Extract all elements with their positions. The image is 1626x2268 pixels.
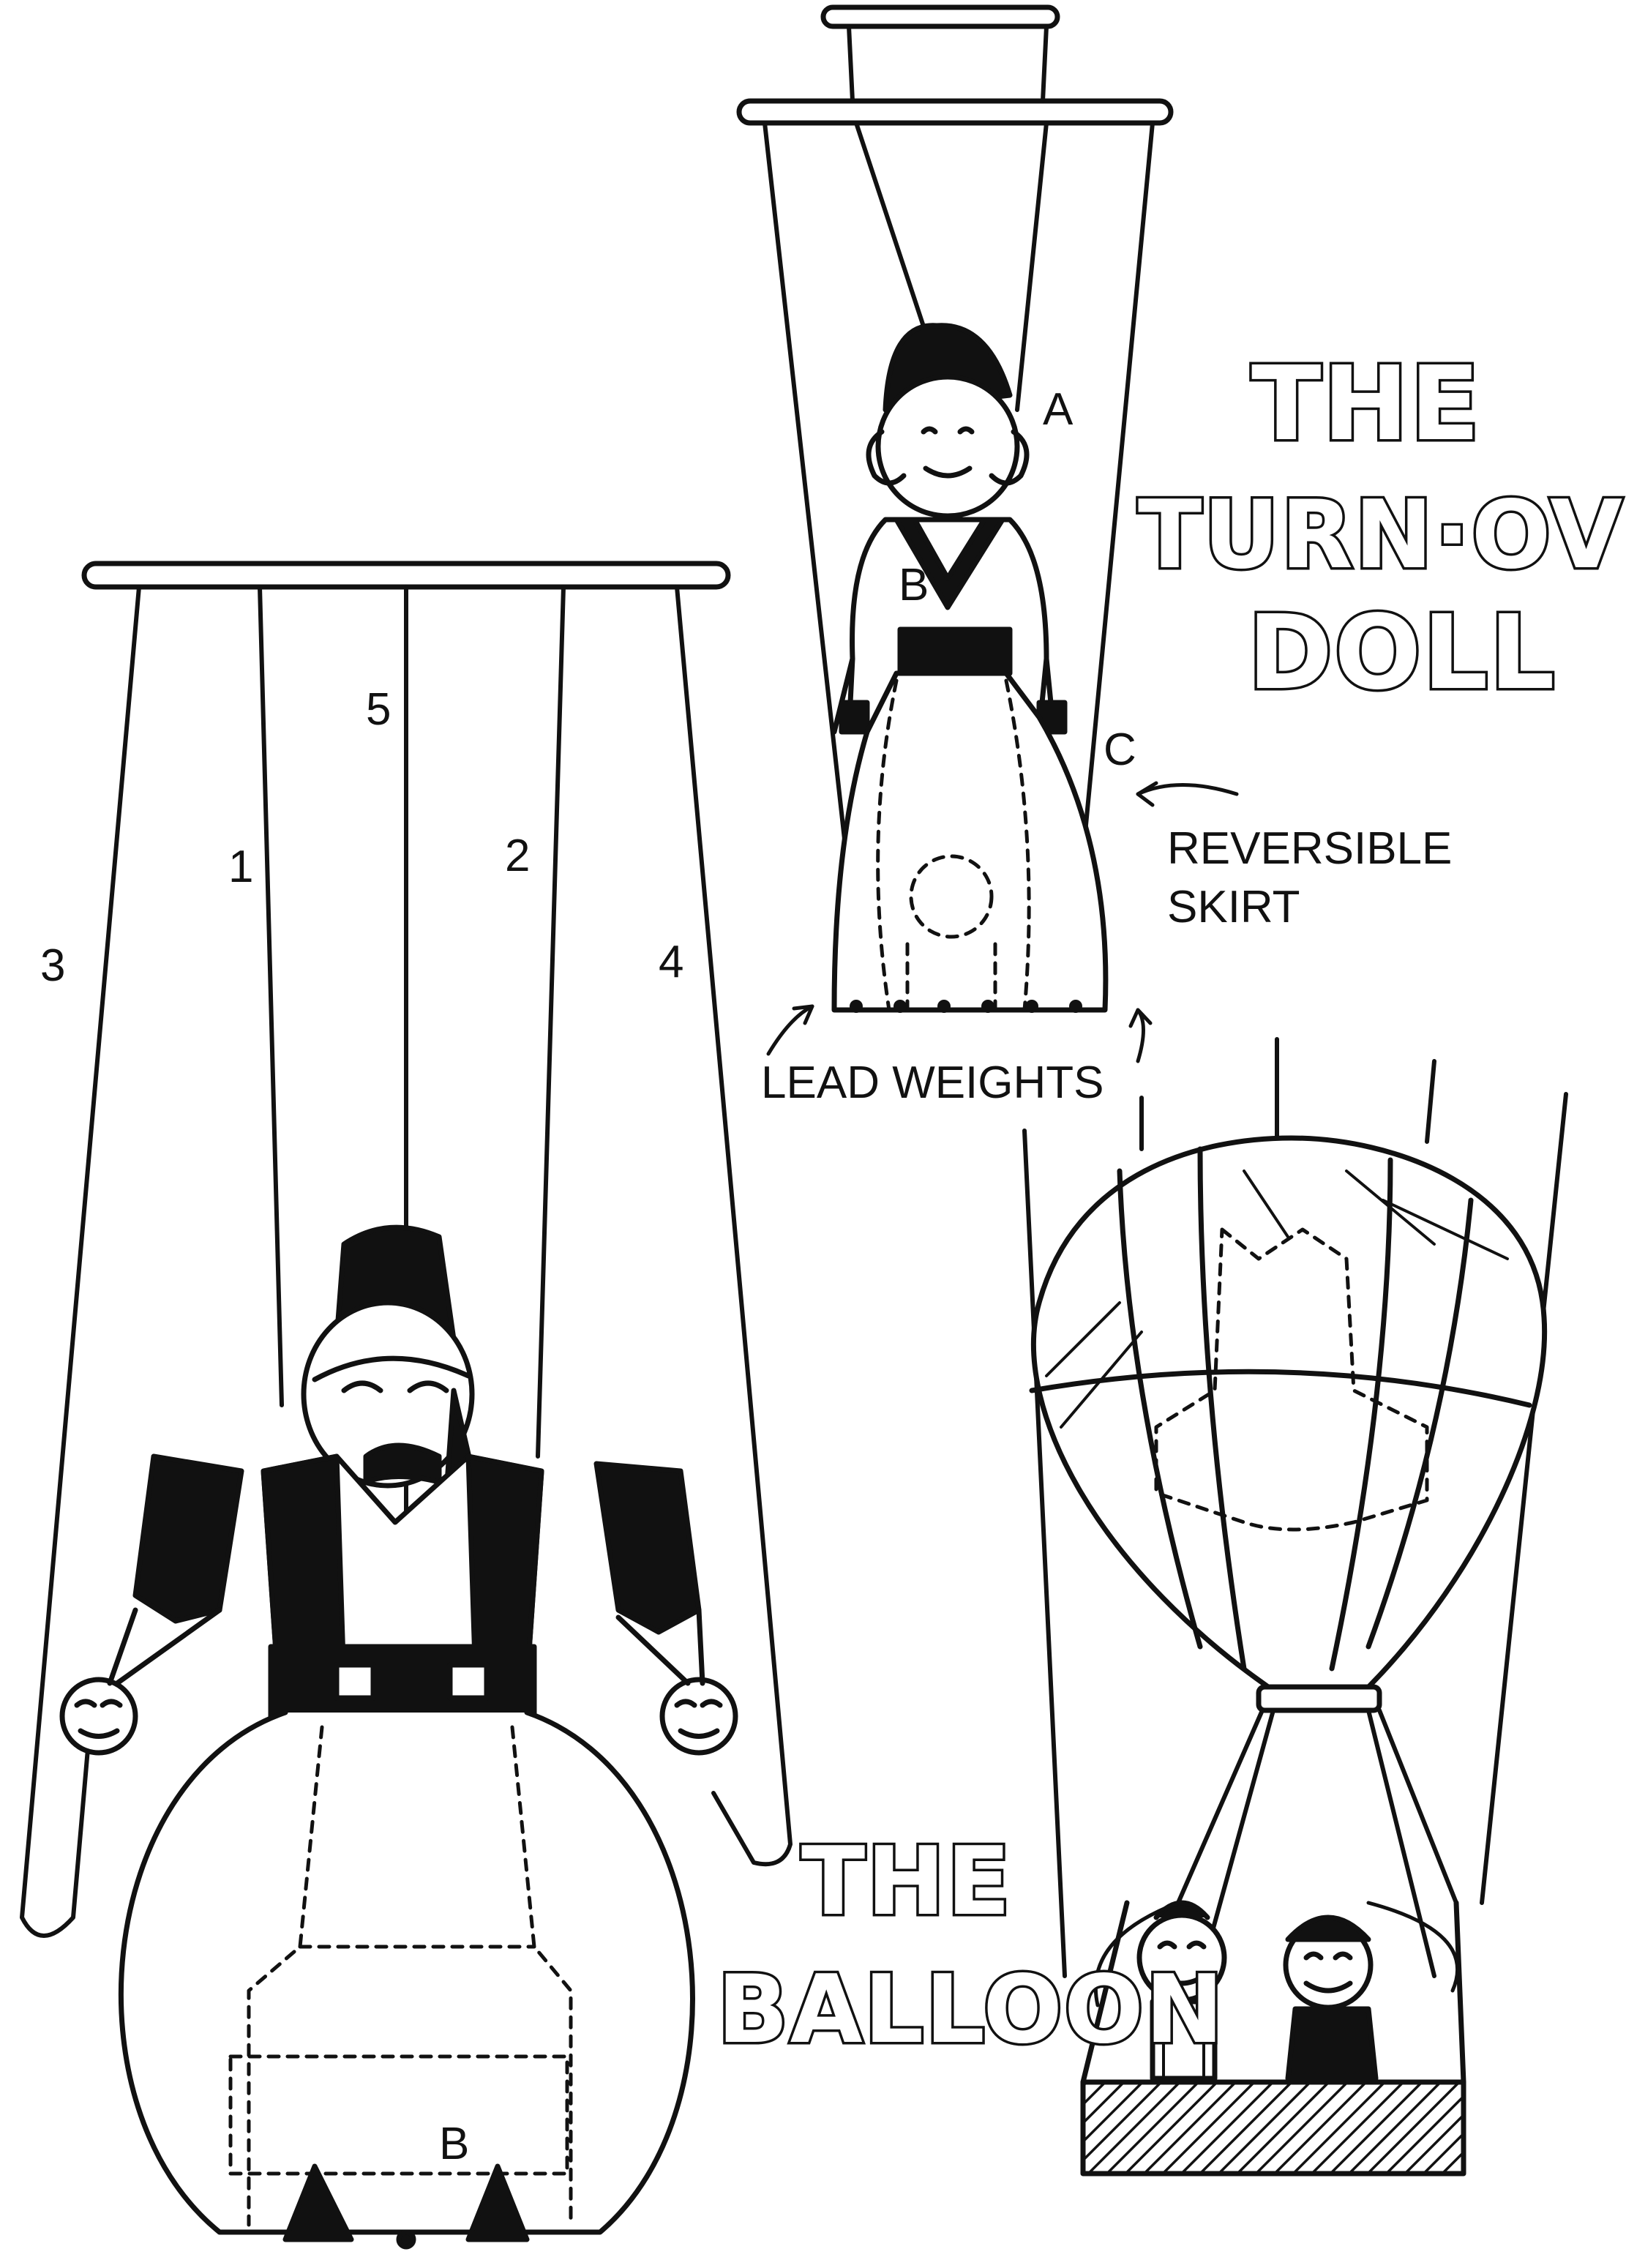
marionette-arms: [59, 1453, 738, 1756]
doll-reversible-skirt: [831, 670, 1109, 1013]
balloon-basket: [1080, 2079, 1466, 2177]
balloon-title-line2: BALLOON: [717, 1956, 1225, 2065]
reversible-skirt-label-line2: SKIRT: [1167, 882, 1300, 932]
doll-label-b: B: [899, 560, 929, 610]
doll-lower-control-bar: [736, 98, 1174, 126]
balloon-figure: [1022, 1037, 1568, 2177]
balloon-envelope: [1029, 1135, 1548, 1701]
marionette-base-b: [228, 2054, 569, 2176]
doll-upper-control-bar: [820, 4, 1060, 29]
marionette-label-b: B: [439, 2119, 469, 2169]
string-label-4: 4: [659, 937, 683, 987]
turnover-doll-figure: [736, 4, 1239, 1063]
doll-label-c: C: [1104, 725, 1136, 775]
string-label-5: 5: [366, 684, 391, 735]
reversible-skirt-label-line1: REVERSIBLE: [1167, 823, 1452, 874]
turnover-doll-title: THE TURN·OVER DOLL: [1136, 343, 1626, 716]
balloon-title-line1: THE: [801, 1827, 1012, 1936]
doll-label-a: A: [1043, 384, 1074, 435]
doll-pointer-arrows: [766, 781, 1239, 1063]
doll-head: [866, 323, 1030, 519]
turnover-title-line1: THE: [1251, 345, 1481, 464]
string-label-3: 3: [40, 940, 65, 991]
doll-lead-weights: [850, 1000, 1082, 1013]
marionette-control-bar: [81, 561, 731, 590]
marionette-head: [301, 1224, 479, 1496]
balloon-strings: [1022, 1037, 1568, 1978]
doll-waistband: [897, 626, 1013, 676]
lead-weights-label: LEAD WEIGHTS: [761, 1058, 1104, 1108]
string-label-1: 1: [228, 842, 253, 892]
turnover-title-line3: DOLL: [1248, 594, 1556, 713]
turnover-title-line2: TURN·OVER: [1138, 481, 1626, 590]
string-label-2: 2: [505, 831, 530, 881]
balloon-passengers: [1136, 1900, 1379, 2081]
balloon-title: THE BALLOON: [715, 1825, 1226, 2067]
marionette-torso: [261, 1453, 544, 1723]
marionette-belt: [268, 1644, 537, 1723]
balloon-neck-ring: [1256, 1684, 1382, 1713]
turnover-doll-labels: A B C REVERSIBLE SKIRT LEAD WEIGHTS: [761, 384, 1452, 1108]
marionette-skirt: [118, 1710, 695, 2250]
marionette-labels: 3 1 5 2 4 B: [40, 684, 683, 2169]
marionette-figure: [20, 561, 793, 2250]
